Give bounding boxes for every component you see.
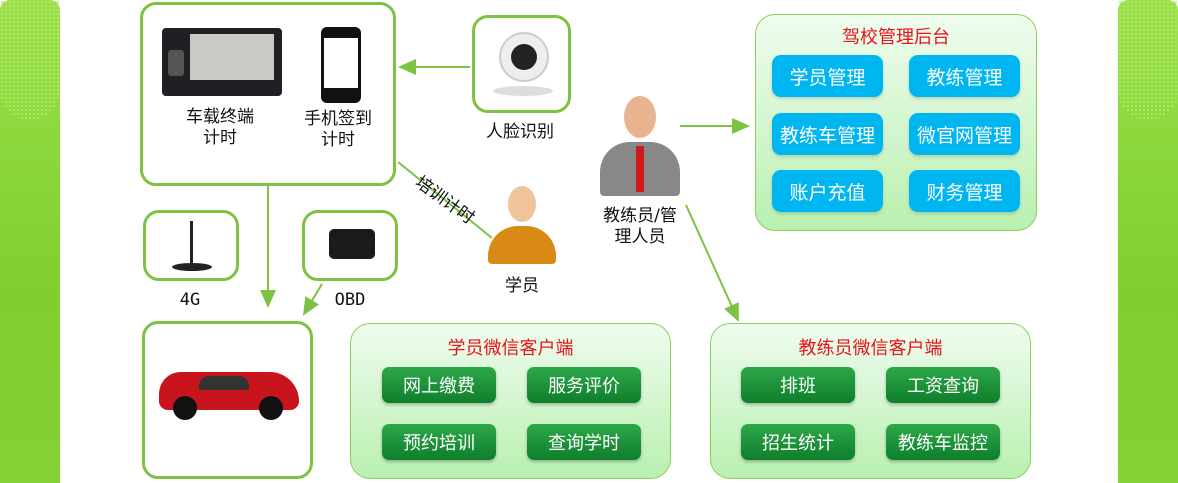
coach-wechat-title: 教练员微信客户端 [798,338,943,359]
right-decor-bar [1118,0,1178,483]
4g-box [143,210,239,281]
coach-label: 教练员/管 理人员 [603,206,677,247]
enrollment-stats-button[interactable]: 招生统计 [741,424,855,460]
vehicle-box [142,321,313,479]
schedule-button[interactable]: 排班 [741,367,855,403]
obd-device-icon [329,229,375,259]
online-payment-button[interactable]: 网上缴费 [382,367,496,403]
car-management-button[interactable]: 教练车管理 [772,113,883,155]
student-management-button[interactable]: 学员管理 [772,55,883,97]
coach-avatar-icon [600,96,680,198]
query-hours-button[interactable]: 查询学时 [527,424,641,460]
service-review-button[interactable]: 服务评价 [527,367,641,403]
obd-label: OBD [334,290,366,310]
microsite-management-button[interactable]: 微官网管理 [909,113,1020,155]
mobile-phone-icon [321,27,361,103]
face-recognition-label: 人脸识别 [486,122,554,142]
student-wechat-title: 学员微信客户端 [447,338,574,359]
admin-title: 驾校管理后台 [842,27,950,48]
4g-label: 4G [179,290,201,310]
terminal-label: 车载终端 计时 [186,107,254,148]
left-decor-bar [0,0,60,483]
admin-backend-panel: 驾校管理后台 学员管理 教练管理 教练车管理 微官网管理 账户充值 财务管理 [755,14,1037,231]
antenna-icon [190,221,193,265]
face-recognition-box [472,15,571,113]
salary-query-button[interactable]: 工资查询 [886,367,1000,403]
coach-wechat-panel: 教练员微信客户端 排班 工资查询 招生统计 教练车监控 [710,323,1031,479]
finance-management-button[interactable]: 财务管理 [909,170,1020,212]
car-monitoring-button[interactable]: 教练车监控 [886,424,1000,460]
vehicle-terminal-icon [162,28,282,96]
student-wechat-panel: 学员微信客户端 网上缴费 服务评价 预约培训 查询学时 [350,323,671,479]
account-recharge-button[interactable]: 账户充值 [772,170,883,212]
car-icon [159,372,299,420]
obd-box [302,210,398,281]
student-label: 学员 [505,276,539,296]
phone-label: 手机签到 计时 [304,109,372,150]
timing-devices-box: 车载终端 计时 手机签到 计时 [140,2,396,186]
webcam-icon [499,32,549,82]
student-avatar-icon [488,186,556,266]
coach-management-button[interactable]: 教练管理 [909,55,1020,97]
book-training-button[interactable]: 预约培训 [382,424,496,460]
